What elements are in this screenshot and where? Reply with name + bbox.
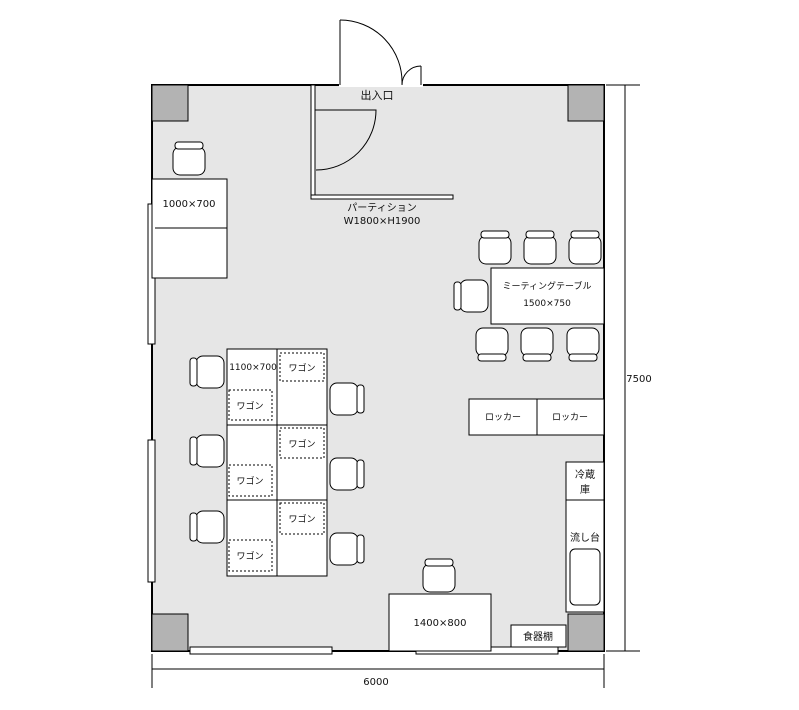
wagon-r3 [279, 502, 325, 535]
wagon-l2 [228, 464, 273, 497]
partition-size-label: W1800×H1900 [344, 216, 421, 227]
entrance-gap [339, 83, 423, 87]
column-bottom-right [567, 613, 605, 652]
locker-2-label: ロッカー [552, 412, 588, 423]
chair-meeting-bottom-3 [566, 327, 600, 362]
wagon-l1 [228, 389, 273, 421]
wagon-l3 [228, 539, 273, 572]
chair-group-right-2 [329, 457, 365, 491]
locker-1 [468, 398, 538, 436]
chair-group-right-1 [329, 382, 365, 416]
meeting-table [490, 267, 605, 325]
wagon-r2 [279, 427, 325, 459]
chair-meeting-top-2 [523, 230, 557, 265]
chair-group-left-2 [189, 434, 225, 468]
chair-meeting-bottom-1 [475, 327, 509, 362]
partition-vertical [310, 84, 316, 198]
window-bottom-left [189, 646, 333, 655]
refrigerator-label-2: 庫 [580, 483, 590, 496]
dim-height-label: 7500 [626, 374, 651, 385]
desk-group-label: 1100×700 [229, 363, 277, 373]
desk-bottom-label: 1400×800 [414, 618, 467, 629]
wagon-r1-label: ワゴン [288, 362, 315, 374]
entrance-label: 出入口 [361, 88, 394, 102]
meeting-table-name: ミーティングテーブル [503, 280, 592, 292]
wagon-l1-label: ワゴン [236, 400, 263, 412]
chair-group-left-1 [189, 355, 225, 389]
desk-single-label: 1000×700 [163, 199, 216, 210]
cupboard-label: 食器棚 [523, 630, 553, 643]
chair-desk-bottom [422, 558, 456, 593]
chair-meeting-left [453, 279, 489, 313]
desk-bottom [388, 593, 492, 652]
refrigerator-label-1: 冷蔵 [575, 468, 595, 481]
sink-basin [569, 548, 601, 606]
refrigerator [565, 461, 605, 501]
wagon-r2-label: ワゴン [288, 438, 315, 450]
partition-horizontal [310, 194, 454, 200]
locker-1-label: ロッカー [485, 412, 521, 423]
door-swing-main [339, 19, 403, 85]
window-left-lower [147, 439, 156, 583]
dim-width-label: 6000 [363, 677, 388, 688]
desk-group-left [226, 348, 278, 577]
desk-group-right [276, 348, 328, 577]
cupboard [510, 624, 567, 648]
chair-meeting-bottom-2 [520, 327, 554, 362]
partition-door-swing [315, 109, 377, 171]
chair-single-desk [172, 141, 206, 176]
chair-group-left-3 [189, 510, 225, 544]
column-bottom-left [151, 613, 189, 652]
meeting-table-size: 1500×750 [523, 299, 571, 309]
locker-2 [536, 398, 605, 436]
wagon-l3-label: ワゴン [236, 550, 263, 562]
wagon-r1 [279, 352, 325, 382]
wagon-r3-label: ワゴン [288, 513, 315, 525]
chair-meeting-top-1 [478, 230, 512, 265]
door-swing-small [401, 65, 422, 86]
column-top-right [567, 84, 605, 122]
sink-label: 流し台 [570, 531, 600, 544]
column-top-left [151, 84, 189, 122]
chair-meeting-top-3 [568, 230, 602, 265]
wagon-l2-label: ワゴン [236, 475, 263, 487]
chair-group-right-3 [329, 532, 365, 566]
partition-label: パーティション [347, 202, 416, 214]
